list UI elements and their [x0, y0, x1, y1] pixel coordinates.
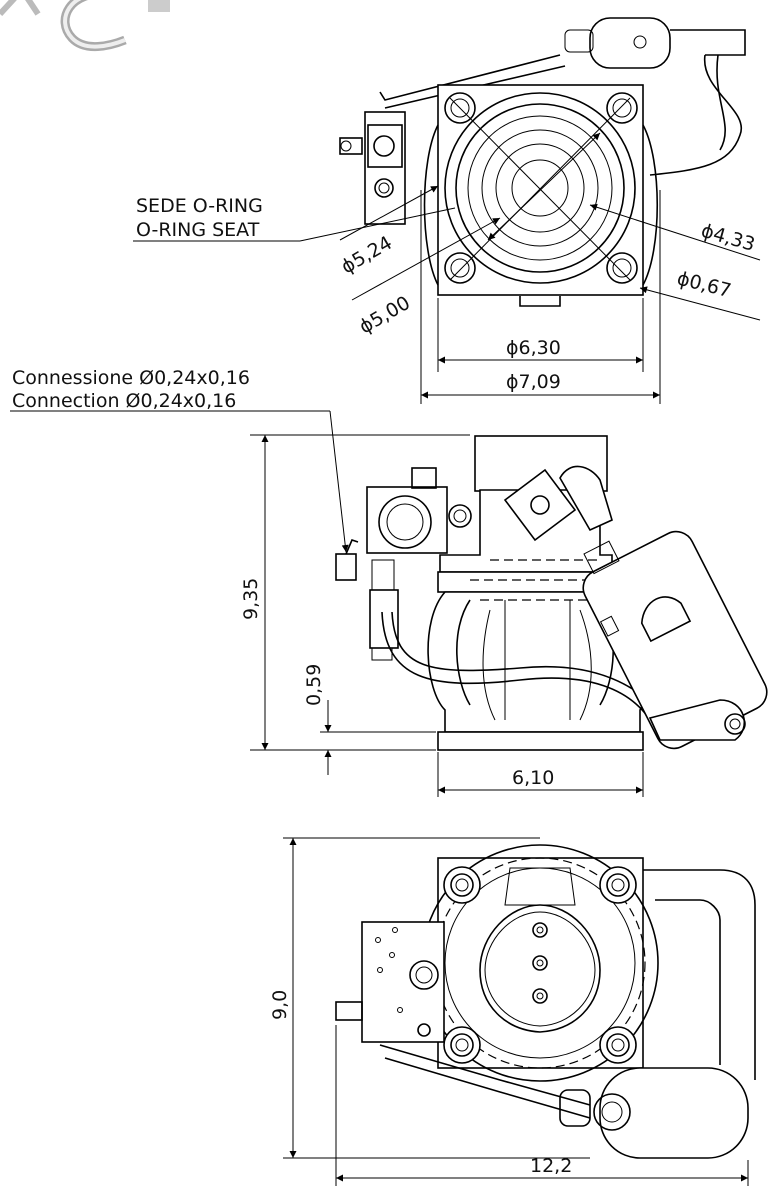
top-view	[133, 17, 761, 404]
dim-d709: ϕ7,09	[506, 371, 561, 393]
dim-d067: ϕ0,67	[675, 268, 734, 303]
side-view	[10, 410, 768, 797]
dim-height-90: 9,0	[269, 990, 291, 1020]
dim-d630: ϕ6,30	[506, 337, 561, 359]
dim-base-059: 0,59	[303, 664, 325, 706]
bottom-view	[283, 837, 756, 1186]
connection-label-it: Connessione Ø0,24x0,16	[12, 367, 250, 389]
dim-d433: ϕ4,33	[699, 220, 758, 256]
dim-width-610: 6,10	[512, 767, 554, 789]
dim-d500: ϕ5,00	[356, 292, 414, 338]
connection-label-en: Connection Ø0,24x0,16	[12, 390, 236, 412]
dim-height-935: 9,35	[240, 578, 262, 620]
company-logo: AC	[0, 0, 170, 51]
bolt-heads-bottom	[443, 866, 637, 1064]
bolt-holes-top	[444, 92, 638, 284]
oring-seat-label-it: SEDE O-RING	[136, 195, 263, 217]
oring-seat-label-en: O-RING SEAT	[136, 219, 260, 241]
dim-width-122: 12,2	[530, 1155, 572, 1177]
dim-d524: ϕ5,24	[338, 232, 396, 278]
